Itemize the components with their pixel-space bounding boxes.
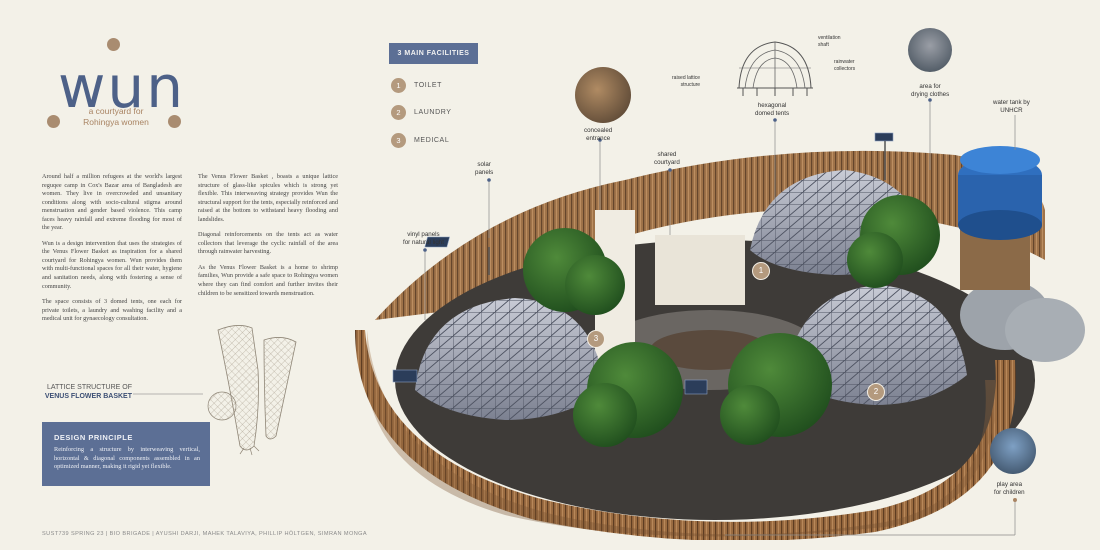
annotation-raised-lattice: raised lattice structure <box>672 75 700 88</box>
facilities-heading: 3 MAIN FACILITIES <box>389 43 478 64</box>
paragraph: As the Venus Flower Basket is a home to … <box>198 263 338 297</box>
facility-marker-1: 1 <box>752 262 770 280</box>
annotation-text: ventilation <box>818 35 841 41</box>
design-principle-heading: DESIGN PRINCIPLE <box>54 433 133 442</box>
annotation-text: rainwater <box>834 59 855 65</box>
annotation-text: courtyard <box>654 159 680 167</box>
facility-item-medical: 3 MEDICAL <box>391 132 449 148</box>
annotation-text: raised lattice <box>672 75 701 81</box>
lattice-caption-line2: VENUS FLOWER BASKET <box>44 393 132 401</box>
facility-label: MEDICAL <box>414 136 450 144</box>
play-area-thumbnail <box>990 428 1036 474</box>
design-principle-box: DESIGN PRINCIPLE Reinforcing a structure… <box>42 422 210 486</box>
annotation-shared-courtyard: shared courtyard <box>654 151 680 167</box>
annotation-ventilation-shaft: ventilation shaft <box>818 35 841 48</box>
dome-structure-icon <box>737 41 813 96</box>
annotation-text: shared <box>657 151 677 158</box>
annotation-text: play area <box>996 481 1023 488</box>
facility-marker-2: 2 <box>867 383 885 401</box>
facility-label: LAUNDRY <box>414 108 452 116</box>
annotation-text: structure <box>680 81 701 88</box>
entrance-thumbnail <box>575 67 631 123</box>
annotation-text: entrance <box>586 135 611 143</box>
solar-panel-icon <box>874 132 894 180</box>
facility-label: TOILET <box>414 81 442 89</box>
drying-area-thumbnail <box>908 28 952 72</box>
project-tagline: a courtyard for Rohingya women <box>68 106 164 127</box>
annotation-water-tank: water tank by UNHCR <box>993 99 1030 115</box>
caption-leader-line <box>133 393 203 395</box>
facility-item-laundry: 2 LAUNDRY <box>391 104 452 120</box>
paragraph: Wun is a design intervention that uses t… <box>42 239 182 290</box>
project-logo: wun <box>58 53 185 121</box>
facility-marker-3: 3 <box>587 330 605 348</box>
tree-icon <box>523 228 625 315</box>
tree-icon <box>573 342 683 447</box>
lattice-caption-line1: LATTICE STRUCTURE OF <box>46 384 132 391</box>
solar-panel-icon <box>392 369 418 383</box>
annotation-text: for natural light <box>403 239 444 247</box>
footer-credits: SUST739 SPRING 23 | BIO BRIGADE | AYUSHI… <box>42 531 368 537</box>
decorative-dot <box>47 115 60 128</box>
annotation-text: hexagonal <box>757 102 787 109</box>
annotation-text: collectors <box>834 65 856 72</box>
courtyard-illustration <box>355 98 1085 540</box>
annotation-text: panels <box>475 169 494 177</box>
decorative-dot <box>107 38 120 51</box>
description-column-2: The Venus Flower Basket , boasts a uniqu… <box>198 173 338 305</box>
lattice-caption: LATTICE STRUCTURE OF VENUS FLOWER BASKET <box>44 383 132 401</box>
water-tank-icon <box>958 146 1042 290</box>
solar-panel-icon <box>424 236 490 275</box>
annotation-text: shaft <box>818 41 829 48</box>
solar-panel-icon <box>684 379 708 395</box>
annotation-vinyl-panels: vinyl panels for natural light <box>403 231 444 247</box>
facility-number: 1 <box>391 77 406 93</box>
annotation-text: drying clothes <box>911 91 950 99</box>
paragraph: The Venus Flower Basket , boasts a uniqu… <box>198 173 338 223</box>
annotation-concealed-entrance: concealed entrance <box>584 127 612 143</box>
tree-icon <box>720 333 832 445</box>
dome-icon <box>415 298 605 420</box>
paragraph: Diagonal reinforcements on the tents act… <box>198 231 338 256</box>
annotation-play-area: play area for children <box>994 481 1025 497</box>
annotation-solar-panels: solar panels <box>475 161 493 177</box>
description-column-1: Around half a million refugees at the wo… <box>42 173 182 331</box>
annotation-text: area for <box>919 83 941 90</box>
facility-number: 2 <box>391 104 406 120</box>
annotation-text: concealed <box>584 127 613 134</box>
annotation-text: for children <box>994 489 1025 497</box>
lattice-sketch-icon <box>207 325 297 456</box>
decorative-dot <box>168 115 181 128</box>
facility-item-toilet: 1 TOILET <box>391 77 442 93</box>
annotation-text: solar <box>477 161 491 168</box>
paragraph: Around half a million refugees at the wo… <box>42 173 182 232</box>
paragraph: The space consists of 3 domed tents, one… <box>42 298 182 323</box>
design-principle-text: Reinforcing a structure by interweaving … <box>54 446 200 471</box>
facility-number: 3 <box>391 132 406 148</box>
tagline-line1: a courtyard for <box>88 106 144 116</box>
annotation-drying-clothes: area for drying clothes <box>911 83 949 99</box>
annotation-text: domed tents <box>755 110 790 118</box>
annotation-text: water tank by <box>993 99 1030 106</box>
annotation-rainwater-collectors: rainwater collectors <box>834 59 855 72</box>
annotation-text: UNHCR <box>1000 107 1023 115</box>
tagline-line2: Rohingya women <box>83 116 149 127</box>
tree-icon <box>847 195 940 288</box>
annotation-hexagonal-tents: hexagonal domed tents <box>755 102 789 118</box>
annotation-text: vinyl panels <box>407 231 440 238</box>
